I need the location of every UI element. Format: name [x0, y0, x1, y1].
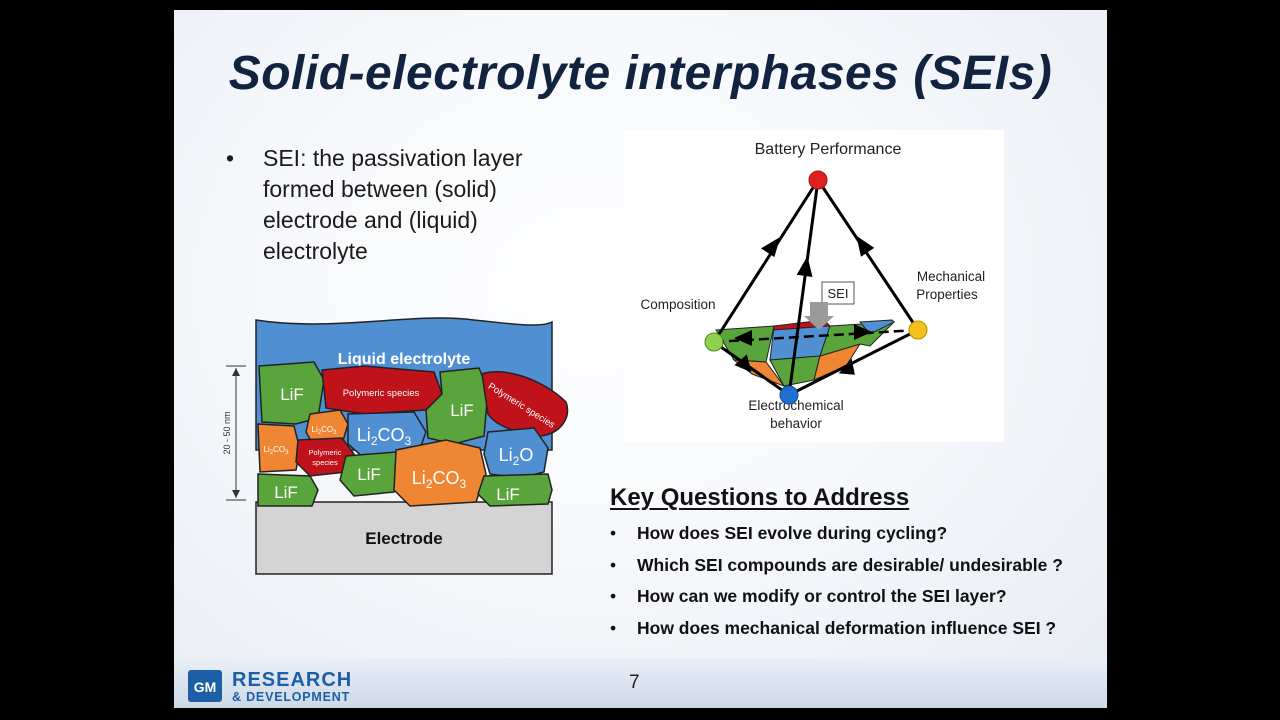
- electrode-block: [255, 501, 553, 575]
- logo-development: & DEVELOPMENT: [232, 690, 350, 704]
- formula-subscript: 2: [318, 430, 322, 436]
- gm-research-logo: GM RESEARCH & DEVELOPMENT: [188, 669, 352, 704]
- grain-lif-label: LiF: [280, 385, 304, 404]
- electrode-label: Electrode: [365, 529, 442, 548]
- formula-subscript: 2: [371, 434, 378, 448]
- grain-lif-label: LiF: [357, 465, 381, 484]
- label-electrochemical: Electrochemical: [748, 398, 843, 413]
- grain-polymeric-label: Polymeric species: [343, 388, 420, 399]
- page-number: 7: [629, 672, 640, 693]
- arrowhead-base-left: [734, 330, 752, 346]
- formula-part: O: [519, 445, 533, 465]
- formula-part: Li: [357, 425, 371, 445]
- edge-right-bottom: [788, 328, 919, 397]
- logo-research: RESEARCH: [232, 669, 352, 691]
- grain-polymeric-right: [481, 370, 569, 437]
- key-questions-list: How does SEI evolve during cycling? Whic…: [610, 523, 1105, 649]
- arrowhead-right-edge: [856, 235, 875, 257]
- sei-callout-pointer-icon: [804, 302, 834, 330]
- formula-li2o: Li2O: [499, 445, 534, 468]
- grain-lif-label: LiF: [450, 401, 474, 420]
- node-battery-performance: [808, 170, 828, 190]
- key-questions-title: Key Questions to Address: [610, 484, 910, 511]
- formula-li2co3-large: Li2CO3: [412, 468, 467, 491]
- arrowhead-base-right: [854, 324, 872, 340]
- formula-subscript: 3: [285, 450, 289, 456]
- arrowhead-bottom-right: [838, 358, 855, 375]
- bullet-sei-definition: SEI: the passivation layer formed betwee…: [263, 145, 523, 264]
- sei-callout-label: SEI: [828, 286, 849, 301]
- formula-subscript: 2: [513, 454, 520, 468]
- formula-li2co3-left: Li2CO3: [264, 445, 290, 456]
- arrowhead-center-edge: [796, 256, 813, 278]
- formula-subscript: 3: [333, 430, 337, 436]
- node-electrochemical-behavior: [779, 385, 799, 405]
- formula-part: Li: [264, 445, 270, 454]
- slide-footer: GM RESEARCH & DEVELOPMENT 7: [174, 658, 1107, 708]
- list-item: Which SEI compounds are desirable/ undes…: [610, 555, 1105, 587]
- grain-polymeric-short-line1: Polymeric: [309, 448, 342, 457]
- formula-part: Li: [412, 468, 426, 488]
- label-behavior: behavior: [770, 416, 822, 431]
- thickness-label: 20 - 50 nm: [222, 411, 232, 454]
- formula-li2co3-blue: Li2CO3: [357, 425, 412, 448]
- node-mechanical-properties: [908, 320, 928, 340]
- formula-subscript: 2: [270, 450, 274, 456]
- formula-subscript: 3: [460, 477, 467, 491]
- grain-lif-label: LiF: [274, 483, 298, 502]
- formula-part: Li: [312, 425, 318, 434]
- bullet-text: • SEI: the passivation layer formed betw…: [226, 143, 556, 267]
- formula-part: CO: [273, 445, 285, 454]
- label-composition: Composition: [640, 297, 715, 312]
- formula-part: CO: [378, 425, 405, 445]
- formula-part: CO: [433, 468, 460, 488]
- grain-polymeric-short-line2: species: [312, 458, 338, 467]
- list-item: How does SEI evolve during cycling?: [610, 523, 1105, 555]
- sei-tetrahedron-diagram: Battery Performance Composition Mechanic…: [624, 130, 1004, 442]
- thickness-arrowhead-down: [232, 490, 240, 498]
- formula-subscript: 2: [426, 477, 433, 491]
- formula-part: CO: [321, 425, 333, 434]
- edge-top-left: [712, 179, 820, 343]
- liquid-electrolyte-label: Liquid electrolyte: [338, 351, 471, 368]
- arrowhead-left-edge: [760, 237, 781, 258]
- sei-layer-diagram: Electrode Liquid electrolyte LiF Polymer…: [222, 317, 569, 575]
- formula-li2co3-small: Li2CO3: [312, 425, 338, 436]
- edge-left-bottom: [713, 340, 790, 397]
- list-item: How can we modify or control the SEI lay…: [610, 586, 1105, 618]
- edge-top-bottom: [787, 179, 820, 396]
- grain-lif-bottomleft: [257, 473, 319, 507]
- slide: Solid-electrolyte interphases (SEIs) • S…: [174, 10, 1107, 708]
- sei-callout-box: [821, 281, 855, 305]
- label-battery-performance: Battery Performance: [755, 141, 902, 158]
- gm-badge-text: GM: [194, 679, 217, 695]
- grain-lif-bottomright: [477, 473, 553, 507]
- formula-subscript: 3: [405, 434, 412, 448]
- slide-title: Solid-electrolyte interphases (SEIs): [228, 47, 1053, 100]
- thickness-arrowhead-up: [232, 368, 240, 376]
- bullet-marker: •: [226, 145, 235, 171]
- grain-lif-label: LiF: [496, 485, 520, 504]
- grain-li2o: [483, 427, 549, 479]
- label-properties: Properties: [916, 287, 978, 302]
- node-composition: [704, 332, 724, 352]
- label-mechanical: Mechanical: [917, 269, 985, 284]
- gm-badge: [188, 670, 222, 702]
- list-item: How does mechanical deformation influenc…: [610, 618, 1105, 650]
- formula-part: Li: [499, 445, 513, 465]
- arrowhead-bottom-left: [734, 354, 752, 373]
- edge-top-right: [816, 179, 920, 331]
